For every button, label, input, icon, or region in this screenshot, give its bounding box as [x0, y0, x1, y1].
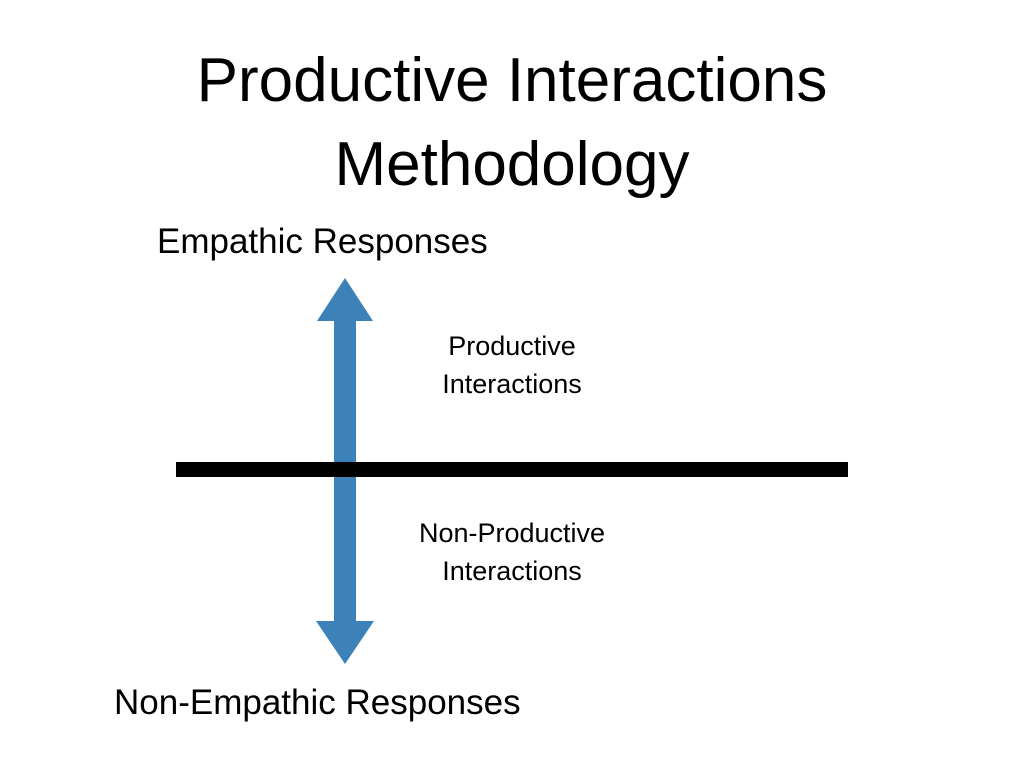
upper-region-line-2: Interactions: [442, 369, 582, 399]
upper-region-line-1: Productive: [448, 331, 576, 361]
lower-region-label: Non-Productive Interactions: [362, 514, 662, 590]
lower-region-line-1: Non-Productive: [418, 518, 606, 548]
slide-title-line-1: Productive Interactions: [196, 46, 828, 115]
top-pole-label: Empathic Responses: [157, 222, 488, 261]
bottom-pole-label: Non-Empathic Responses: [114, 683, 521, 722]
slide-title-line-2: Methodology: [334, 130, 690, 199]
upper-region-label: Productive Interactions: [362, 327, 662, 403]
lower-region-line-2: Interactions: [442, 556, 582, 586]
horizontal-divider: [176, 462, 848, 477]
